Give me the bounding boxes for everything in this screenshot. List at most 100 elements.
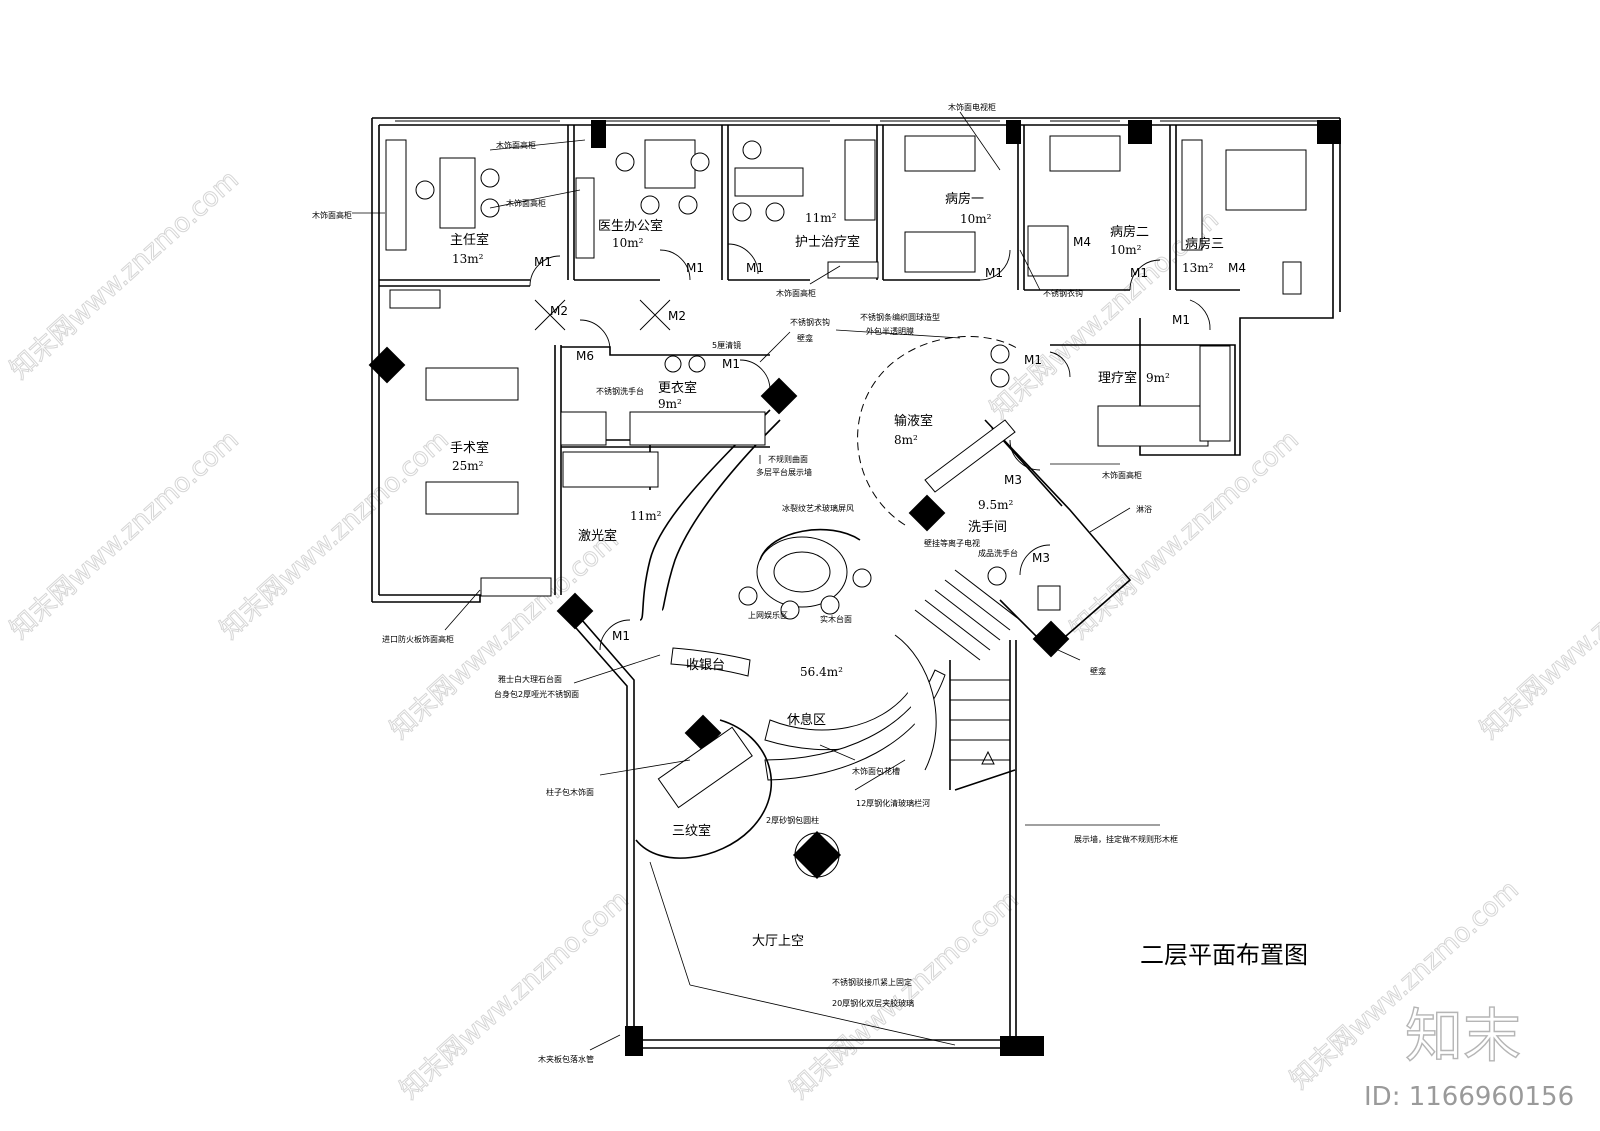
door-label: M1	[722, 357, 740, 371]
note-sand-column: 2厚砂钢包圆柱	[766, 815, 819, 825]
doctor-desk[interactable]	[644, 139, 696, 189]
room-labels: 主任室 13m² 医生办公室 10m² 11m² 护士治疗室 病房一 10m² …	[450, 191, 1224, 949]
ward-two-bed[interactable]	[1049, 135, 1121, 172]
note-plywood-pipe: 木夹板包落水管	[538, 1054, 594, 1064]
column	[1317, 120, 1341, 144]
columns	[368, 120, 1341, 1056]
room-name-surgery: 手术室	[450, 440, 489, 456]
cashier-desk[interactable]	[670, 647, 751, 677]
column	[760, 377, 798, 415]
flower-trough	[764, 669, 946, 781]
note-wood-tall-cabinet: 木饰面高柜	[496, 140, 536, 150]
door-label: M4	[1228, 261, 1246, 275]
door-swings	[529, 243, 1211, 651]
door-label: M4	[1073, 235, 1091, 249]
door-label: M2	[668, 309, 686, 323]
note-steel-basin: 不锈钢洗手台	[596, 386, 644, 396]
column	[908, 494, 946, 532]
room-area-surgery: 25m²	[452, 459, 484, 473]
note-wood-tall-cabinet: 木饰面高柜	[312, 210, 352, 220]
door-label: M6	[576, 349, 594, 363]
room-name-ward-three: 病房三	[1185, 236, 1224, 252]
door-label: M1	[746, 261, 764, 275]
note-niche: 壁龛	[1090, 666, 1106, 676]
director-cabinet[interactable]	[385, 139, 407, 251]
note-mirror: 5厘清镜	[712, 340, 741, 350]
tattoo-room-wall	[635, 719, 773, 859]
watermark-text: 知末网www.znzmo.com	[1475, 525, 1600, 745]
room-area-laser: 11m²	[630, 509, 662, 523]
room-area-changing: 9m²	[658, 397, 682, 411]
door-label: M1	[534, 255, 552, 269]
room-name-lounge: 休息区	[787, 712, 826, 728]
column	[591, 120, 606, 148]
room-name-doctor-office: 医生办公室	[598, 218, 663, 234]
room-name-physio: 理疗室	[1098, 370, 1137, 386]
watermark-text: 知末网www.znzmo.com	[5, 165, 245, 385]
note-marble: 雅士白大理石台面	[498, 674, 562, 684]
tattoo-bed[interactable]	[657, 726, 753, 809]
column	[368, 346, 406, 384]
hall-walls	[568, 336, 1021, 1049]
ward-one-bed[interactable]	[904, 231, 976, 273]
room-name-nurse: 护士治疗室	[795, 234, 860, 250]
infusion-recliners[interactable]	[924, 419, 1016, 493]
note-ice-screen: 冰裂纹艺术玻璃屏风	[782, 503, 854, 513]
watermark-layer: 知末网www.znzmo.com 知末网www.znzmo.com 知末网www…	[4, 164, 1600, 1105]
note-wall-tv: 壁挂等离子电视	[924, 538, 980, 548]
furniture	[385, 135, 1307, 611]
note-internet-zone: 上网娱乐区	[748, 610, 788, 620]
glass-railing	[894, 634, 937, 771]
room-name-laser: 激光室	[578, 528, 617, 544]
note-wood-tall-cabinet: 木饰面高柜	[506, 198, 546, 208]
room-area-doctor-office: 10m²	[612, 236, 644, 250]
note-wood-tall-cabinet: 木饰面高柜	[1102, 470, 1142, 480]
room-area-infusion: 8m²	[894, 433, 918, 447]
note-curved-wall: 不规则曲面	[768, 454, 808, 464]
woven-sphere-outline	[857, 336, 1021, 526]
drawing-title: 二层平面布置图	[1140, 941, 1308, 969]
note-steel-hook: 不锈钢衣钩	[790, 317, 830, 327]
column	[1000, 1036, 1044, 1056]
round-column	[792, 830, 842, 880]
ice-crack-screen	[759, 528, 861, 561]
room-name-changing: 更衣室	[658, 380, 697, 396]
watermark-brand: 知末	[1405, 1002, 1521, 1070]
surgery-bed[interactable]	[425, 367, 519, 401]
door-label: M1	[612, 629, 630, 643]
watermark-text: 知末网www.znzmo.com	[395, 885, 635, 1105]
ward-three-bed[interactable]	[1225, 149, 1307, 211]
door-label: M3	[1004, 473, 1022, 487]
note-glass: 不锈钢驳接爪紧上固定	[832, 977, 912, 987]
surgery-bed[interactable]	[425, 481, 519, 515]
note-vanity: 成品洗手台	[978, 548, 1018, 558]
door-label: M1	[985, 266, 1003, 280]
door-label: M1	[1172, 313, 1190, 327]
room-area-washroom: 9.5m²	[978, 498, 1013, 512]
staircase[interactable]	[914, 569, 1021, 791]
room-area-director: 13m²	[452, 252, 484, 266]
laser-bed[interactable]	[562, 451, 659, 488]
room-name-infusion: 输液室	[894, 413, 933, 429]
room-name-director: 主任室	[450, 232, 489, 248]
door-label: M1	[686, 261, 704, 275]
hall-area: 56.4m²	[800, 665, 843, 679]
director-desk[interactable]	[439, 157, 476, 229]
note-niche: 壁龛	[797, 333, 813, 343]
room-name-void: 大厅上空	[752, 934, 804, 949]
watermark-text: 知末网www.znzmo.com	[785, 885, 1025, 1105]
note-steel-hook: 不锈钢衣钩	[1043, 288, 1083, 298]
door-labels: M1 M1 M1 M1 M4 M1 M4 M2 M2 M1 M6 M1 M1 M…	[534, 235, 1246, 643]
ward-one-bed[interactable]	[904, 135, 976, 172]
note-column-wood: 柱子包木饰面	[546, 787, 594, 797]
leader-lines	[352, 111, 1160, 1051]
nurse-desk[interactable]	[734, 167, 804, 197]
note-curved-wall: 多层平台展示墙	[756, 467, 812, 477]
physio-bed[interactable]	[1097, 405, 1209, 447]
door-label: M1	[1024, 353, 1042, 367]
note-glass: 20厚钢化双层夹胶玻璃	[832, 998, 914, 1008]
note-wood-tv-cabinet: 木饰面电视柜	[948, 102, 996, 112]
watermark-text: 知末网www.znzmo.com	[5, 425, 245, 645]
door-label: M1	[1130, 266, 1148, 280]
